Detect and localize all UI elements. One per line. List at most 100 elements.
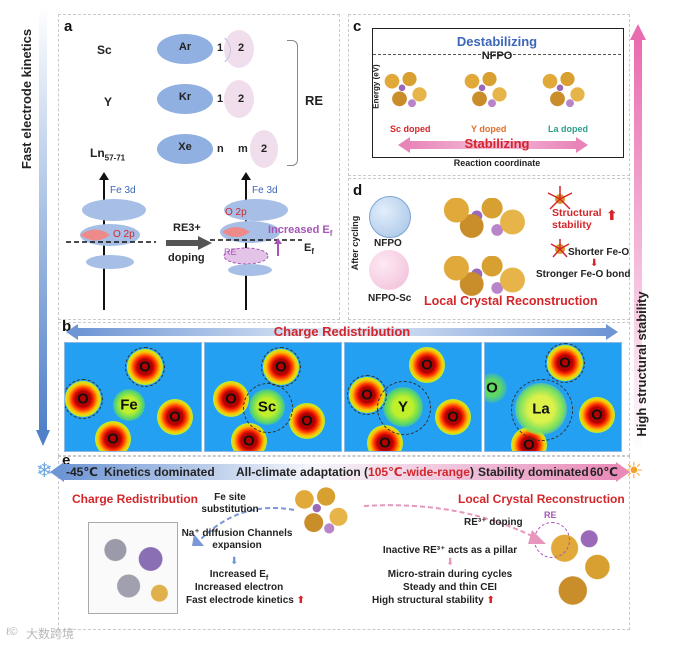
stability-dominated: Stability dominated (478, 465, 589, 479)
right-temperature: 60℃ (590, 465, 618, 479)
sun-icon: ☀ (624, 458, 644, 484)
crystal-sc-doped (382, 68, 432, 112)
climate-suffix: ) (470, 465, 474, 479)
oxygen-site: O (579, 397, 615, 433)
doping-arrow-top: RE3+ (173, 222, 201, 234)
sc-doped-label: Sc doped (390, 124, 431, 134)
watermark-text: 大数跨境 (26, 625, 74, 642)
oxygen-site: O (157, 399, 193, 435)
nfpo-sc-particle (369, 250, 409, 290)
fe-site-label: Fe site substitution (192, 492, 268, 516)
charge-map-la: O O O O La (484, 342, 622, 452)
nfpo-particle (369, 196, 411, 238)
left-temperature: -45℃ (66, 465, 98, 479)
layered-crystal-bottom (436, 256, 538, 296)
fast-kinetics-text: Fast electrode kinetics (186, 595, 294, 606)
panel-a-label: a (64, 18, 72, 35)
charge-map-y: O O O O Y (344, 342, 482, 452)
nfpo-label-d: NFPO (374, 238, 402, 249)
doping-arrow-bottom: doping (168, 252, 205, 264)
layered-crystal-top (436, 198, 538, 238)
core-kr: Kr (157, 91, 213, 103)
dashed-ring (545, 343, 585, 383)
ef-label: Ef (304, 242, 314, 256)
charge-map-fe: O O O O Fe (64, 342, 202, 452)
n2-sc: 2 (238, 42, 244, 54)
oxygen-site: O (95, 421, 131, 452)
high-stability-text: High structural stability (372, 595, 484, 606)
increased-ef-e: Increased Ef (180, 569, 298, 582)
y-doped-label: Y doped (471, 124, 506, 134)
high-stability-line: High structural stability ⬆ (372, 595, 495, 606)
n2-ln: 2 (261, 143, 267, 155)
panel-c-label: c (353, 18, 361, 35)
inactive-re-label: Inactive RE³⁺ acts as a pillar (366, 545, 534, 556)
dashed-ring (511, 379, 573, 441)
n2-y: 2 (238, 93, 244, 105)
element-ln: Ln57-71 (90, 146, 125, 162)
n1-ln: n (217, 143, 224, 155)
center-site: Fe (113, 389, 145, 421)
element-y: Y (104, 95, 112, 109)
o2p-right: O 2p (225, 207, 247, 218)
nfpo-sc-label: NFPO-Sc (368, 293, 411, 304)
increased-ef-label: Increased Ef (268, 224, 332, 238)
shorter-feo-label: Shorter Fe-O (568, 247, 629, 258)
up-arrow-icon: ⬆ (297, 595, 305, 606)
core-xe: Xe (157, 141, 213, 153)
oxygen-site: O (289, 403, 325, 439)
la-doped-label: La doped (548, 124, 588, 134)
oxygen-site: O (409, 347, 445, 383)
right-axis-label: High structural stability (634, 279, 652, 449)
oxygen-site: O (484, 373, 507, 403)
element-sc: Sc (97, 43, 112, 57)
all-climate-label: All-climate adaptation (105℃-wide-range) (236, 465, 474, 479)
up-arrow-icon: ⬆ (486, 595, 494, 606)
dashed-ring (347, 375, 387, 415)
charge-map-sc: O O O O Sc (204, 342, 342, 452)
kinetics-dominated: Kinetics dominated (104, 465, 215, 479)
doping-arrow (166, 236, 212, 250)
re-bracket (287, 40, 298, 166)
energy-axis-label: Energy (eV) (372, 52, 381, 122)
oxygen-site: O (435, 399, 471, 435)
climate-prefix: All-climate adaptation ( (236, 465, 368, 479)
left-axis-label: Fast electrode kinetics (19, 0, 37, 199)
reaction-coordinate-label: Reaction coordinate (372, 158, 622, 168)
stronger-feo-label: Stronger Fe-O bond (536, 269, 630, 280)
left-axis-arrow (36, 6, 50, 446)
charge-redistribution-title: Charge Redistribution (66, 324, 618, 339)
nfpo-label-c: NFPO (372, 50, 622, 62)
o2p-left: O 2p (113, 229, 135, 240)
panel-d-label: d (353, 182, 362, 199)
na-diffusion-label: Na⁺ diffusion Channels expansion (178, 528, 296, 552)
dashed-ring (125, 347, 165, 387)
steady-cei-label: Steady and thin CEI (366, 582, 534, 593)
crystal-la-doped (540, 68, 590, 112)
stabilizing-label: Stabilizing (372, 136, 622, 151)
dashed-ring (261, 347, 301, 387)
center-crystal (292, 482, 354, 540)
increased-electron: Increased electron (180, 582, 298, 593)
down-arrow-blue-icon: ⬇ (230, 556, 238, 567)
fe3d-left: Fe 3d (110, 185, 136, 196)
after-cycling-label: After cycling (350, 208, 360, 278)
up-arrow-icon: ⬆ (606, 207, 618, 224)
down-arrow-icon: ⬇ (590, 258, 598, 269)
local-crystal-label-d: Local Crystal Reconstruction (424, 294, 598, 308)
n1b-ln: m (238, 143, 248, 155)
re-bracket-label: RE (305, 93, 323, 108)
re-doping-label: RE³⁺ doping (464, 517, 523, 528)
re-band-label: RE (224, 247, 237, 257)
n1-sc: 1 (217, 42, 223, 54)
fast-kinetics-line: Fast electrode kinetics ⬆ (186, 595, 305, 606)
climate-range: 105℃-wide-range (368, 465, 470, 479)
crystal-y-doped (462, 68, 512, 112)
fe3d-right: Fe 3d (252, 185, 278, 196)
down-arrow-pink-icon: ⬇ (446, 557, 454, 568)
destabilizing-label: Destabilizing (372, 34, 622, 49)
snowflake-icon: ❄ (36, 458, 53, 483)
n1-y: 1 (217, 93, 223, 105)
watermark-logo: ℓ© (6, 626, 18, 638)
dashed-ring (64, 379, 103, 419)
